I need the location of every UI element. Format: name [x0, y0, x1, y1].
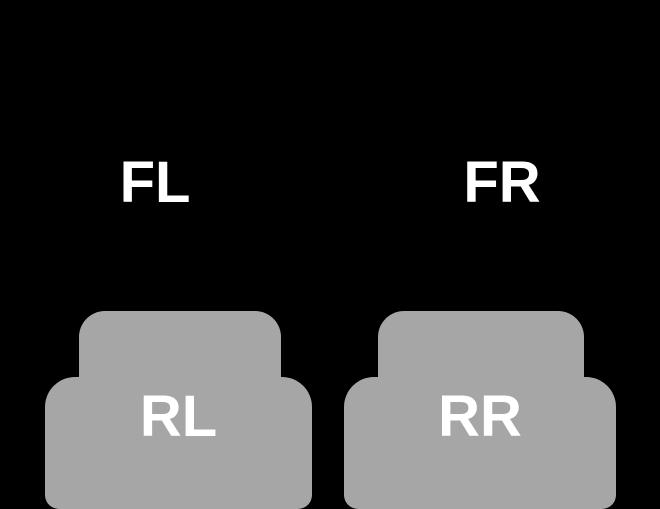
front-right-mat-label: FR — [463, 150, 541, 215]
front-left-mat-label: FL — [119, 150, 191, 215]
rear-left-mat-body-shape — [45, 377, 312, 509]
rear-left-mat-label: RL — [139, 384, 218, 449]
rear-left-mat: RL — [45, 311, 312, 509]
rear-right-mat: RR — [344, 311, 616, 509]
rear-right-mat-label: RR — [438, 384, 522, 449]
rear-right-mat-body-shape — [344, 377, 616, 509]
